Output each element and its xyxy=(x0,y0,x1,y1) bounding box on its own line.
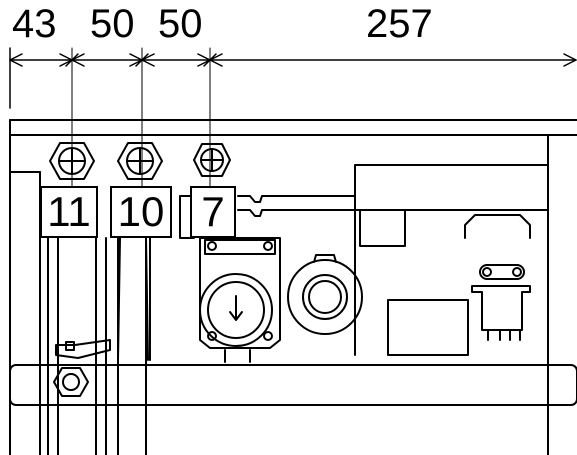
gas-valve xyxy=(199,237,281,363)
control-unit xyxy=(387,214,531,356)
pump xyxy=(287,254,363,335)
arrow-down-icon xyxy=(229,295,243,321)
housing xyxy=(9,119,577,455)
callout-11: 11 xyxy=(40,186,98,238)
dimension-label-43: 43 xyxy=(12,2,57,46)
dimension-line xyxy=(9,47,577,187)
callout-10: 10 xyxy=(110,186,172,238)
dimension-label-50-b: 50 xyxy=(158,2,203,46)
dimension-label-50-a: 50 xyxy=(90,2,135,46)
connector-nuts xyxy=(49,142,231,180)
tap-lever xyxy=(55,339,111,359)
callout-7: 7 xyxy=(190,186,236,238)
dimension-label-257: 257 xyxy=(366,2,433,46)
bottom-rail xyxy=(9,364,577,406)
